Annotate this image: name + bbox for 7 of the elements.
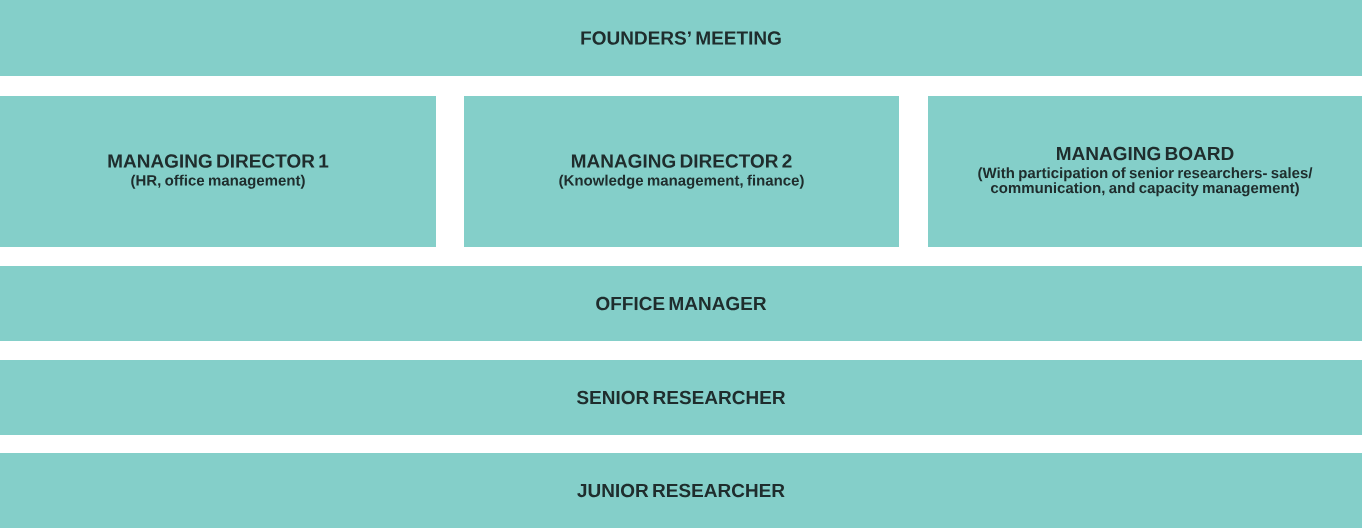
role-box: MANAGING BOARD (With participation of senior researchers- sales/ communication, and capacity management): [928, 96, 1362, 247]
band: OFFICE MANAGER: [0, 266, 1362, 341]
band: FOUNDERS’ MEETING: [0, 0, 1362, 76]
band: SENIOR RESEARCHER: [0, 360, 1362, 435]
role-box: MANAGING DIRECTOR 1 (HR, office management): [0, 96, 436, 247]
band: JUNIOR RESEARCHER: [0, 453, 1362, 528]
role-box: MANAGING DIRECTOR 2 (Knowledge management, finance): [464, 96, 899, 247]
